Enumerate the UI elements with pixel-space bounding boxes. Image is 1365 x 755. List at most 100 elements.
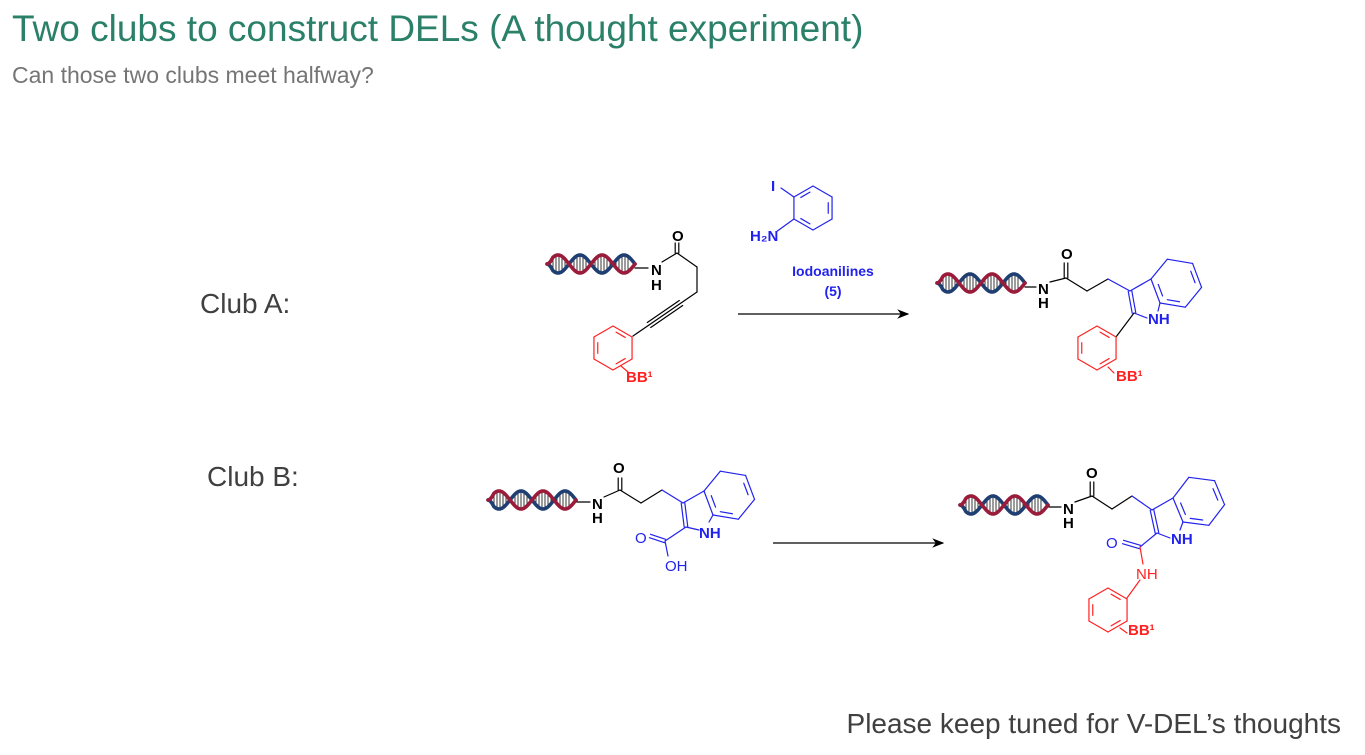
bond-line [1107,620,1128,633]
bond-line [1156,532,1171,539]
amide-o: O [1106,535,1118,552]
bond-line [1190,270,1196,284]
bond-line [1074,495,1093,503]
bond-line [648,537,666,544]
bond-line [744,474,756,501]
atom-n: N [651,262,662,279]
bond-line [1212,488,1219,501]
atom-o: O [1086,465,1098,482]
bond-line [640,489,663,504]
amide-nh: NH [1136,566,1158,583]
bond-line [1149,509,1156,534]
bond-line [812,185,833,198]
bond-line [800,191,811,199]
acid-o: O [635,530,647,547]
bonds-layer [486,185,1226,634]
bond-line [1096,358,1117,371]
bond-line [620,365,629,373]
bond-line [682,490,705,504]
indole-nh: NH [699,525,721,542]
bond-line [603,489,621,498]
bond-line [664,526,687,542]
bond-line [1088,620,1109,633]
bond-line [775,218,795,233]
bond-line [1086,278,1109,292]
bond-line [1129,278,1152,292]
acid-oh: OH [665,558,688,575]
club-a-product: N H O NH BB¹ [1038,246,1170,385]
amine-label: H₂N [750,228,778,245]
bond-line [712,514,739,520]
bond-line [1150,258,1168,280]
bond-line [1179,521,1184,531]
bond-line [703,490,714,516]
bond-line [1166,258,1194,265]
bond-line [1172,476,1190,499]
dna-strand-red [486,489,578,511]
bond-line [1049,277,1067,283]
dna-strand-red [545,253,637,275]
indole-nh: NH [1148,311,1170,328]
bond-line [703,470,721,492]
bond-line [1121,543,1141,550]
bond-line [676,252,698,268]
bond-line [1107,587,1128,600]
club-b-reactant: N H O NH O OH [592,460,721,575]
atom-n: N [1038,281,1049,298]
bond-line [661,489,684,504]
bond-line [1182,521,1210,526]
bond-line [1065,277,1088,292]
atom-n: N [1063,501,1074,518]
bond-line [664,540,669,557]
bond-line [1096,325,1117,338]
bond-line [1172,497,1184,523]
bond-line [593,358,614,371]
bond-line [649,533,667,540]
bond-line [632,291,698,337]
bond-line [1150,278,1161,304]
bond-line [812,218,833,231]
atom-h: H [592,510,603,527]
reagent-name: Iodoanilines [792,263,874,279]
bond-line [1107,278,1131,292]
bond-line [1077,358,1098,371]
bond-line [612,325,633,338]
bond-line [1119,627,1128,634]
slide-title: Two clubs to construct DELs (A thought e… [12,8,864,49]
bond-line [1077,325,1098,338]
atom-o: O [672,228,684,245]
bond-line [737,498,756,520]
bond-line [708,514,714,523]
bond-line [1166,299,1181,303]
bond-line [1208,504,1226,526]
bond-line [710,495,717,508]
bond-line [612,358,633,371]
bond-line [1133,312,1148,319]
bond-line [1139,546,1144,565]
bond-line [593,325,614,338]
bond-line [1157,302,1161,312]
bond-line [1131,290,1137,314]
atom-h: H [1063,515,1074,532]
bb1-label: BB¹ [1128,622,1155,639]
bond-line [1126,579,1141,599]
bond-line [1099,357,1110,365]
bond-line [1127,290,1133,314]
atom-o: O [613,460,625,477]
reagent-count: (5) [824,283,841,299]
bond-line [615,357,626,365]
bond-line [1111,495,1133,510]
bond-line [1151,497,1174,511]
bond-line [1088,587,1109,600]
club-a-reactant: N H O BB¹ [626,228,684,386]
bond-line [800,217,811,225]
bond-line [661,252,678,263]
atom-o: O [1061,246,1073,263]
bond-line [615,331,626,339]
bond-line [1179,502,1187,516]
dna-strand-red [935,272,1027,294]
bond-line [619,489,642,504]
bond-line [1188,476,1216,482]
bond-line [1157,283,1164,297]
